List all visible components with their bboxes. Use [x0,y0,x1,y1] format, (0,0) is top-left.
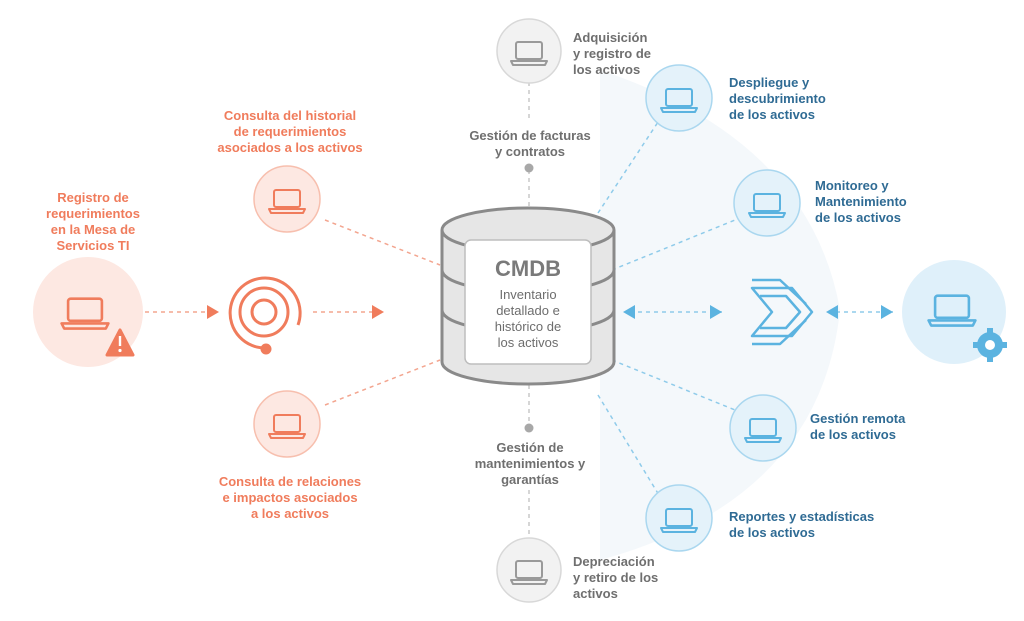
label-depreciacion: Depreciación y retiro de los activos [573,554,659,601]
arrow-left-blue-1 [623,305,635,319]
label-despliegue: Despliegue y descubrimiento de los activ… [729,75,826,122]
label-consulta-historial: Consulta del historial de requerimientos… [217,108,363,155]
relaciones-node [253,390,321,458]
historial-node [253,165,321,233]
adquisicion-node [496,18,562,84]
label-consulta-relaciones: Consulta de relaciones e impactos asocia… [218,474,362,521]
arrow-right-2 [372,305,384,319]
arrow-right-blue-1 [710,305,722,319]
warning-icon [105,328,135,357]
monitoreo-node [733,169,801,237]
connector-historial [324,219,441,266]
cmdb-description: Inventario detallado e histórico de los … [494,287,562,350]
label-adquisicion: Adquisición y registro de los activos [573,30,652,77]
target-icon [228,276,302,355]
dot-top [524,163,534,173]
label-monitoreo: Monitoreo y Mantenimiento de los activos [815,178,907,225]
label-reportes: Reportes y estadísticas de los activos [729,509,875,540]
connector-despliegue [597,115,663,214]
cmdb-card [464,239,592,365]
layers-logo-icon [750,278,814,346]
label-gestion-remota: Gestión remota de los activos [810,411,906,442]
despliegue-node [645,64,713,132]
depreciacion-node [496,537,562,603]
connector-monitoreo [611,219,736,271]
connector-relaciones [324,359,441,406]
arrow-right-1 [207,305,219,319]
label-registro: Registro de requerimientos en la Mesa de… [46,190,140,253]
label-gestion-facturas: Gestión de facturas y contratos [469,128,591,159]
gear-icon [973,328,1007,362]
connector-remota [611,359,736,411]
label-gestion-mantenimientos: Gestión de mantenimientos y garantías [474,440,586,487]
arrow-right-blue-2 [881,305,893,319]
dot-bottom [524,423,534,433]
background-arc [600,70,840,560]
cmdb-title: CMDB [495,256,561,281]
remota-node [729,394,797,462]
reportes-node [645,484,713,552]
arrow-left-blue-2 [826,305,838,319]
